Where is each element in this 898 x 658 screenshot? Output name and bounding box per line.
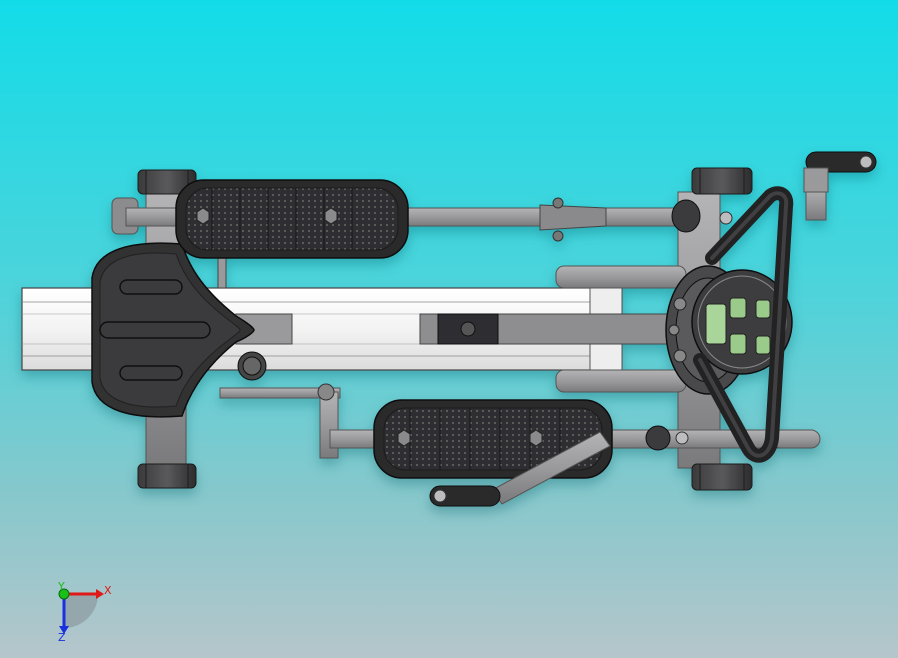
y-axis-label: Y [57,580,65,593]
rear-top-wheel [137,169,197,195]
console-button-lower[interactable] [729,333,747,355]
lower-handle-arm[interactable] [429,431,611,507]
seat[interactable] [91,242,267,418]
console-lcd [705,303,727,345]
x-axis-label: X [104,584,112,597]
upper-handle-arm[interactable] [803,151,877,221]
coordinate-triad: X Y Z [57,580,112,644]
z-axis-label: Z [58,631,66,644]
front-handlebar[interactable] [675,186,794,463]
right-pedal[interactable] [373,399,613,479]
console-button-right-upper[interactable] [755,299,771,319]
console-button-upper[interactable] [729,297,747,319]
console-button-right-lower[interactable] [755,335,771,355]
left-pedal[interactable] [175,179,409,259]
front-top-wheel [691,167,753,195]
y-axis-dot [58,588,70,600]
rear-bottom-wheel [137,463,197,489]
console[interactable] [691,269,793,375]
front-bottom-wheel [691,463,753,491]
